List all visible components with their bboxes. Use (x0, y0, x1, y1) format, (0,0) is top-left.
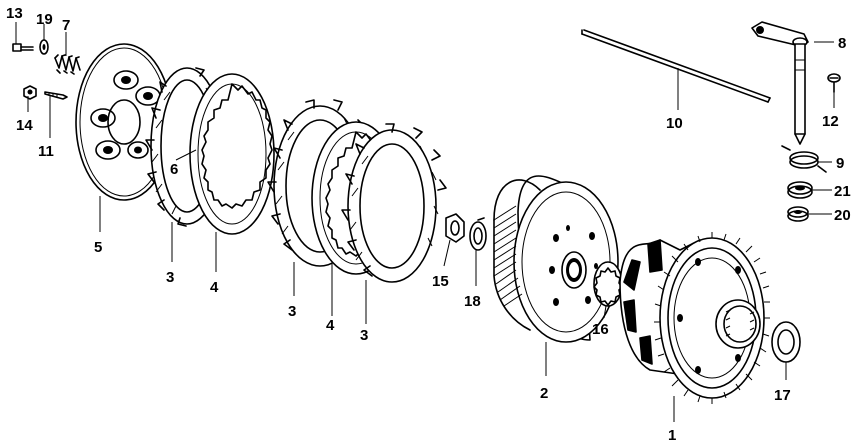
leader-lines (15, 22, 835, 422)
callout-3: 3 (166, 269, 174, 286)
lock-washer-part-18 (469, 217, 487, 251)
bolt-part-13 (12, 43, 34, 52)
nut-part-15 (445, 213, 465, 243)
splined-washer-part-16 (593, 261, 623, 307)
callout-16: 16 (592, 321, 609, 338)
spring-part-7 (54, 54, 81, 75)
thrust-washer-part-17 (771, 321, 801, 363)
callout-3: 3 (288, 303, 296, 320)
bushing-part-20 (787, 206, 809, 222)
callout-6: 6 (170, 161, 178, 178)
callout-21: 21 (834, 183, 851, 200)
callout-3: 3 (360, 327, 368, 344)
push-rod-part-10 (581, 29, 771, 103)
callout-19: 19 (36, 11, 53, 28)
callout-1: 1 (668, 427, 676, 444)
clutch-outer-part-1 (619, 232, 770, 404)
lifter-arm-part-8 (751, 21, 809, 145)
pressure-plate-part-5 (75, 43, 173, 201)
callout-4: 4 (210, 279, 219, 296)
callout-13: 13 (6, 5, 23, 22)
return-spring-part-9 (781, 145, 827, 173)
screw-part-11 (44, 91, 68, 100)
callout-14: 14 (16, 117, 33, 134)
nut-part-14 (23, 85, 37, 100)
callout-4: 4 (326, 317, 335, 334)
oil-seal-part-21 (787, 181, 813, 199)
callout-labels: 13 19 7 14 11 5 6 3 4 3 4 3 15 18 2 16 1… (6, 5, 851, 444)
callout-2: 2 (540, 385, 548, 402)
steel-plate-part-4-a (189, 73, 275, 235)
callout-8: 8 (838, 35, 846, 52)
callout-5: 5 (94, 239, 102, 256)
callout-12: 12 (822, 113, 839, 130)
callout-17: 17 (774, 387, 791, 404)
callout-20: 20 (834, 207, 851, 224)
callout-11: 11 (38, 143, 54, 160)
callout-10: 10 (666, 115, 683, 132)
washer-part-19 (39, 39, 49, 55)
screw-part-12 (827, 73, 841, 93)
callout-18: 18 (464, 293, 481, 310)
callout-7: 7 (62, 17, 70, 34)
clutch-center-part-2 (493, 175, 619, 343)
callout-9: 9 (836, 155, 844, 172)
callout-15: 15 (432, 273, 449, 290)
friction-disc-part-3-c (341, 123, 447, 283)
